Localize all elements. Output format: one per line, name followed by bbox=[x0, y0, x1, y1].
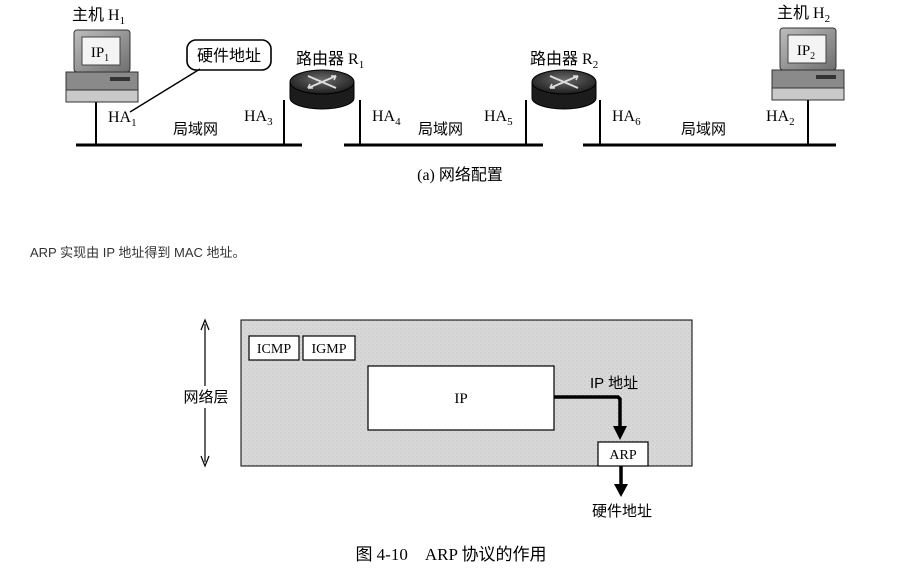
igmp-label: IGMP bbox=[311, 342, 346, 357]
ha5-label: HA5 bbox=[484, 108, 513, 128]
host1-ip-label: IP1 bbox=[91, 45, 109, 64]
ha1-label: HA1 bbox=[108, 109, 137, 129]
icmp-box bbox=[248, 335, 300, 361]
hardware-address-callout: 硬件地址 bbox=[129, 39, 272, 113]
callout-text: 硬件地址 bbox=[197, 47, 261, 65]
figure-caption: 图 4-10 ARP 协议的作用 bbox=[355, 545, 546, 564]
ha4-label: HA4 bbox=[372, 108, 401, 128]
host1-label: 主机 H1 bbox=[72, 6, 125, 27]
description-text: ARP 实现由 IP 地址得到 MAC 地址。 bbox=[30, 245, 246, 260]
arp-label: ARP bbox=[609, 448, 636, 463]
ha3-label: HA3 bbox=[244, 108, 273, 128]
arp-to-hw-arrowhead bbox=[614, 484, 628, 497]
network-configuration: IP1 主机 H1 硬件地址 路由器 R1 bbox=[65, 4, 845, 184]
host2-ip-label: IP2 bbox=[797, 43, 815, 62]
ha6-label: HA6 bbox=[612, 108, 641, 128]
lan-label-3: 局域网 bbox=[681, 121, 726, 138]
lan-label-2: 局域网 bbox=[418, 121, 463, 138]
network-layer-label: 网络层 bbox=[183, 389, 228, 406]
hardware-address-label: 硬件地址 bbox=[592, 503, 652, 520]
ip-address-label: IP 地址 bbox=[590, 375, 638, 392]
router2-label: 路由器 R2 bbox=[530, 50, 598, 71]
ha2-label: HA2 bbox=[766, 108, 795, 128]
arp-box bbox=[597, 441, 649, 467]
igmp-box bbox=[302, 335, 356, 361]
arp-layer-diagram: 网络层 ICMP IGMP IP IP 地址 ARP 硬件地址 图 4-10 A… bbox=[176, 318, 693, 564]
icmp-label: ICMP bbox=[257, 342, 291, 357]
ip-label: IP bbox=[454, 391, 467, 407]
ip-to-arp-arrowhead bbox=[613, 426, 627, 440]
layer-label-backdrop bbox=[176, 386, 236, 408]
host1-computer-icon bbox=[65, 29, 139, 103]
ip-box bbox=[367, 365, 555, 431]
router1-label: 路由器 R1 bbox=[296, 50, 364, 71]
network-caption: (a) 网络配置 bbox=[417, 165, 503, 184]
lan-label-1: 局域网 bbox=[173, 121, 218, 138]
router2-router-icon bbox=[531, 69, 597, 110]
router1-router-icon bbox=[289, 69, 355, 110]
host2-computer-icon bbox=[771, 27, 845, 101]
ip-to-arp-arrow bbox=[554, 395, 622, 428]
host2-label: 主机 H2 bbox=[777, 4, 830, 25]
